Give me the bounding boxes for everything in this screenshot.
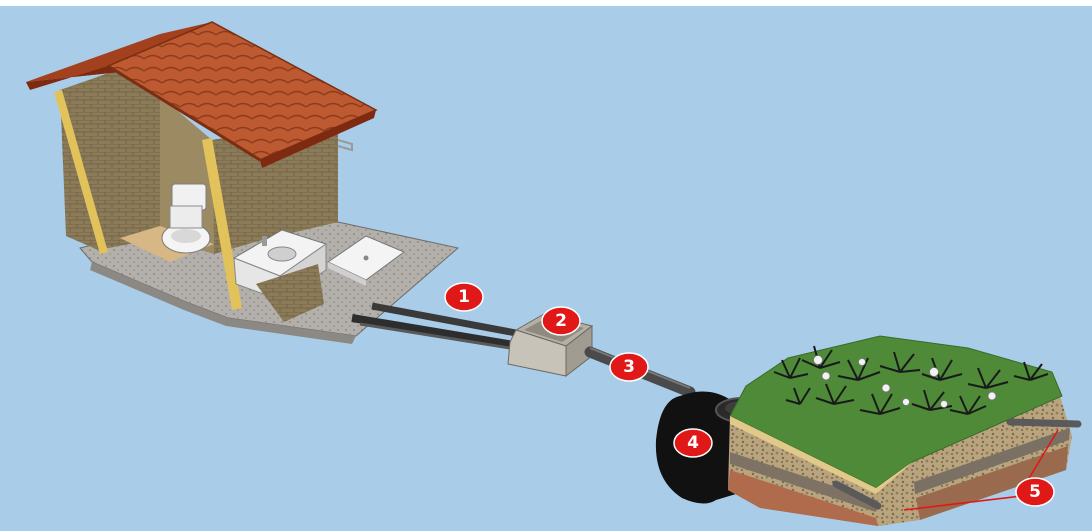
- marker-4: 4: [674, 429, 712, 457]
- marker-1-label: 1: [458, 287, 470, 307]
- marker-5-label: 5: [1029, 482, 1041, 502]
- marker-2-label: 2: [555, 311, 567, 331]
- marker-4-label: 4: [687, 433, 699, 453]
- marker-1: 1: [445, 283, 483, 311]
- marker-3-label: 3: [623, 357, 635, 377]
- marker-3: 3: [610, 353, 648, 381]
- marker-5: 5: [1016, 478, 1054, 506]
- marker-2: 2: [542, 307, 580, 335]
